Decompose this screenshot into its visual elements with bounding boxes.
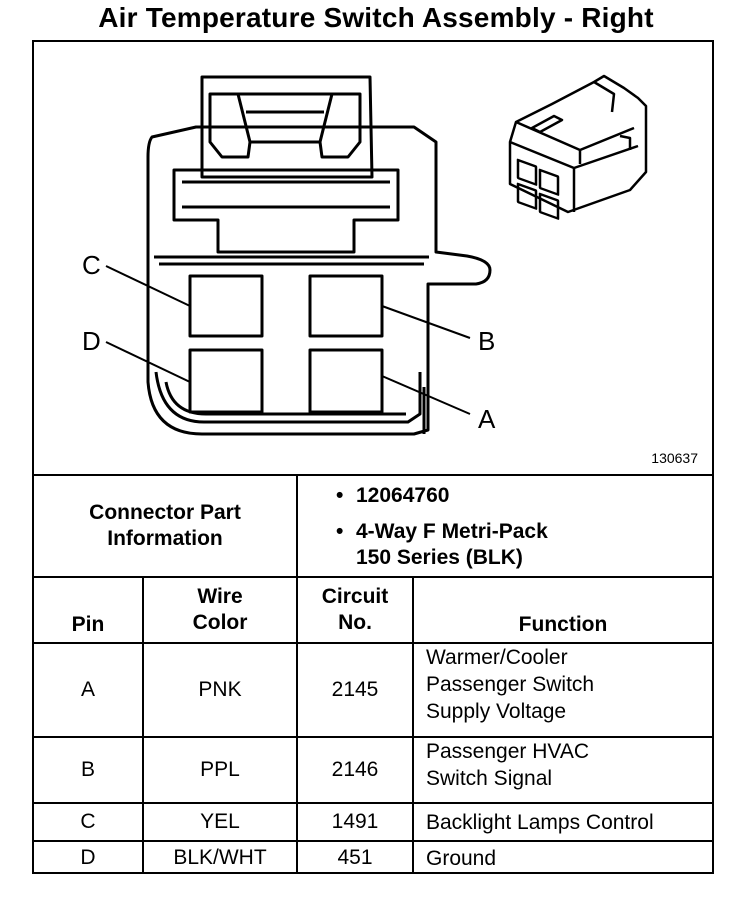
row-a-function-line3: Supply Voltage xyxy=(426,700,567,723)
header-pin: Pin xyxy=(71,613,105,636)
row-d-wire: BLK/WHT xyxy=(173,846,267,869)
separator xyxy=(34,576,712,578)
row-a-function-line1: Warmer/Cooler xyxy=(426,646,568,669)
separator xyxy=(34,840,712,842)
row-c-function: Backlight Lamps Control xyxy=(426,810,654,834)
separator xyxy=(34,474,712,476)
terminal-c xyxy=(188,274,264,338)
row-b-circuit: 2146 xyxy=(331,758,379,781)
pin-label-a: A xyxy=(478,404,496,434)
row-b-wire: PPL xyxy=(200,758,240,781)
terminal-b xyxy=(308,274,384,338)
header-wire-line1: Wire xyxy=(197,585,243,608)
header-function: Function xyxy=(518,613,608,636)
header-wire-color: Wire Color xyxy=(144,578,296,642)
row-c-circuit: 1491 xyxy=(331,810,379,833)
connector-series: 150 Series (BLK) xyxy=(356,546,523,569)
separator xyxy=(34,736,712,738)
connector-housing-outline xyxy=(146,125,492,436)
header-circuit-line2: No. xyxy=(338,611,372,634)
connector-diagram: C D B A xyxy=(82,74,648,436)
connector-info-label-line2: Information xyxy=(107,527,223,550)
connector-info-label: Connector Part Information xyxy=(34,476,296,576)
row-d-circuit: 451 xyxy=(337,846,373,869)
row-a-circuit: 2145 xyxy=(331,678,379,701)
row-b-function: Passenger HVAC Switch Signal xyxy=(414,738,712,802)
terminal-d xyxy=(188,348,264,414)
column-divider xyxy=(296,576,298,874)
figure-id: 130637 xyxy=(651,450,698,466)
part-number-bullet: •12064760 xyxy=(336,484,450,507)
row-b-function-line1: Passenger HVAC xyxy=(426,740,590,763)
column-divider xyxy=(296,474,298,578)
terminal-a xyxy=(308,348,384,414)
header-wire-line2: Color xyxy=(192,611,248,634)
row-a-function-line2: Passenger Switch xyxy=(426,673,595,696)
separator xyxy=(34,802,712,804)
pin-label-b: B xyxy=(478,326,495,356)
row-a-function: Warmer/Cooler Passenger Switch Supply Vo… xyxy=(414,644,712,736)
row-c-pin: C xyxy=(80,810,96,833)
part-number: 12064760 xyxy=(356,484,450,507)
diagram-frame: C D B A 130637 Connector Part Informatio… xyxy=(32,40,714,874)
row-c-wire: YEL xyxy=(200,810,240,833)
row-d-pin: D xyxy=(80,846,96,869)
header-circuit-no: Circuit No. xyxy=(298,578,412,642)
connector-type-bullet: •4-Way F Metri-Pack xyxy=(336,520,548,543)
page-title: Air Temperature Switch Assembly - Right xyxy=(98,2,654,33)
column-divider xyxy=(142,576,144,874)
row-b-function-line2: Switch Signal xyxy=(426,767,553,790)
separator xyxy=(34,642,712,644)
column-divider xyxy=(412,576,414,874)
row-a-wire: PNK xyxy=(198,678,242,701)
row-a-pin: A xyxy=(80,678,95,701)
connector-info-label-line1: Connector Part xyxy=(89,501,241,524)
pin-label-d: D xyxy=(82,326,101,356)
connector-type: 4-Way F Metri-Pack xyxy=(356,520,548,543)
row-b-pin: B xyxy=(80,758,95,781)
pin-label-c: C xyxy=(82,250,101,280)
connector-perspective-view xyxy=(508,74,648,220)
header-circuit-line1: Circuit xyxy=(321,585,389,608)
connector-latch xyxy=(200,75,374,179)
row-d-function: Ground xyxy=(426,846,497,870)
